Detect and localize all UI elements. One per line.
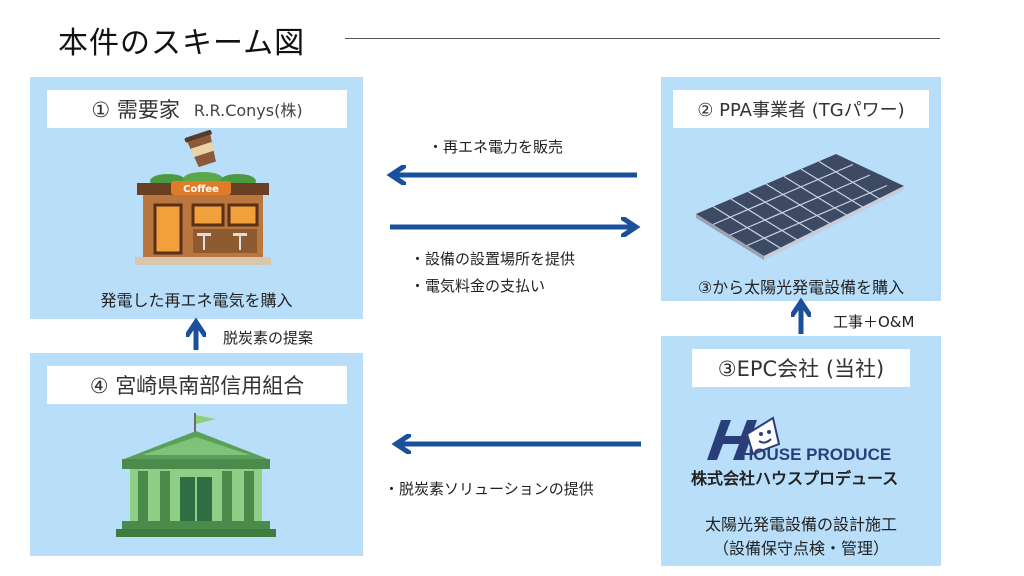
customer-panel: ① 需要家 R.R.Conys(株) Coffee 発電した再エネ電気を購入 [30,77,363,319]
epc-logo-jp: 株式会社ハウスプロデュース [691,471,899,488]
epc-logo-en: HOUSE PRODUCE [741,445,892,464]
page-title: 本件のスキーム図 [58,26,306,61]
epc-label: ③EPC会社 (当社) [692,349,910,387]
coffee-shop-icon: Coffee [135,130,271,265]
customer-label-main: ① 需要家 [91,98,180,122]
bank-building-icon [116,413,276,537]
note-epc-to-ppa: 工事＋O&M [833,313,915,331]
note-bank-to-customer: 脱炭素の提案 [223,329,314,347]
ppa-panel: ② PPA事業者 (TGパワー) ③から太陽光発電設備を購入 [661,77,941,301]
bank-panel: ④ 宮崎県南部信用組合 [30,353,363,556]
coffee-sign-text: Coffee [183,184,219,195]
note-ppa-to-customer: ・再エネ電力を販売 [428,138,564,156]
customer-caption: 発電した再エネ電気を購入 [100,291,293,310]
title-divider [345,38,940,39]
epc-caption-line1: 太陽光発電設備の設計施工 [704,515,897,534]
note-customer-to-ppa-1: ・設備の設置場所を提供 [410,250,576,268]
epc-panel: ③EPC会社 (当社) HOUSE PRODUCE 株式会社ハウスプロデュース … [661,336,941,566]
customer-label: ① 需要家 R.R.Conys(株) [47,90,347,128]
ppa-caption: ③から太陽光発電設備を購入 [697,278,905,297]
note-customer-to-ppa-2: ・電気料金の支払い [410,277,546,295]
note-epc-to-bank: ・脱炭素ソリューションの提供 [384,480,594,498]
customer-label-sub: R.R.Conys(株) [193,101,303,120]
ppa-label: ② PPA事業者 (TGパワー) [673,90,929,128]
epc-caption-line2: （設備保守点検・管理） [712,539,889,558]
solar-panel-icon [696,154,904,260]
house-produce-logo-icon [707,416,781,460]
bank-label: ④ 宮崎県南部信用組合 [47,366,347,404]
